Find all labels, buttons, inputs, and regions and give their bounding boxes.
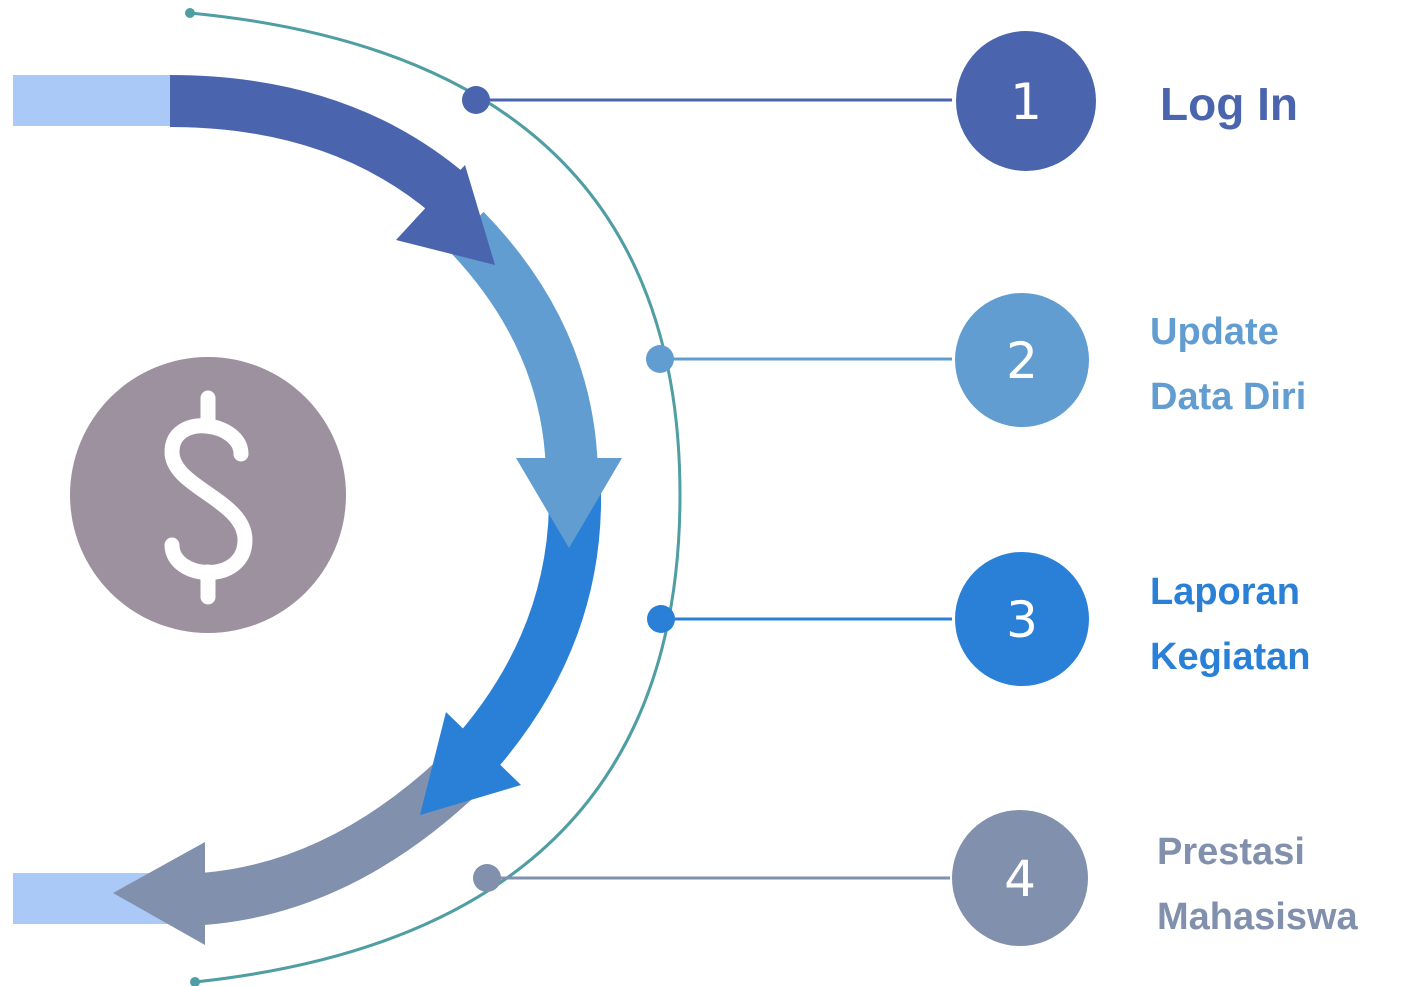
step-label-1-line-1: Log In xyxy=(1160,78,1298,130)
step-4: 4 Prestasi Mahasiswa xyxy=(473,810,1359,946)
step-label-2-line-2: Data Diri xyxy=(1150,376,1306,418)
step-1: 1 Log In xyxy=(462,31,1298,171)
step-label-3-line-1: Laporan xyxy=(1150,571,1300,613)
connector-dot-4 xyxy=(473,864,501,892)
step-circle-3 xyxy=(955,552,1089,686)
step-label-4: Prestasi Mahasiswa xyxy=(1157,831,1359,938)
step-circle-2 xyxy=(955,293,1089,427)
step-label-2-line-1: Update xyxy=(1150,311,1279,353)
connector-dot-2 xyxy=(646,345,674,373)
step-label-4-line-2: Mahasiswa xyxy=(1157,896,1359,938)
step-label-1: Log In xyxy=(1160,78,1298,130)
arrow-head-4 xyxy=(113,842,205,945)
step-label-2: Update Data Diri xyxy=(1150,311,1306,418)
arrow-head-2 xyxy=(516,458,622,548)
arrow-head-1 xyxy=(396,165,495,265)
entry-tail xyxy=(13,75,173,126)
step-circle-4 xyxy=(952,810,1088,946)
step-number-3: 3 xyxy=(1006,591,1038,649)
arrow-segment-2 xyxy=(446,211,598,481)
arc-end-dot-bottom xyxy=(190,977,200,986)
step-circle-1 xyxy=(956,31,1096,171)
step-label-4-line-1: Prestasi xyxy=(1157,831,1305,873)
arrow-head-3 xyxy=(420,712,521,815)
connector-dot-1 xyxy=(462,86,490,114)
outer-arc xyxy=(189,11,682,984)
arrow-segment-1 xyxy=(169,75,467,215)
step-label-3: Laporan Kegiatan xyxy=(1150,571,1310,678)
step-number-4: 4 xyxy=(1004,850,1036,908)
connector-dot-3 xyxy=(647,605,675,633)
arc-end-dot-top xyxy=(185,8,195,18)
arrow-segment-4 xyxy=(174,751,484,926)
step-label-3-line-2: Kegiatan xyxy=(1150,636,1310,678)
step-number-2: 2 xyxy=(1006,332,1038,390)
step-2: 2 Update Data Diri xyxy=(646,293,1306,427)
dollar-icon xyxy=(164,390,253,605)
step-number-1: 1 xyxy=(1010,73,1042,131)
step-3: 3 Laporan Kegiatan xyxy=(647,552,1310,686)
